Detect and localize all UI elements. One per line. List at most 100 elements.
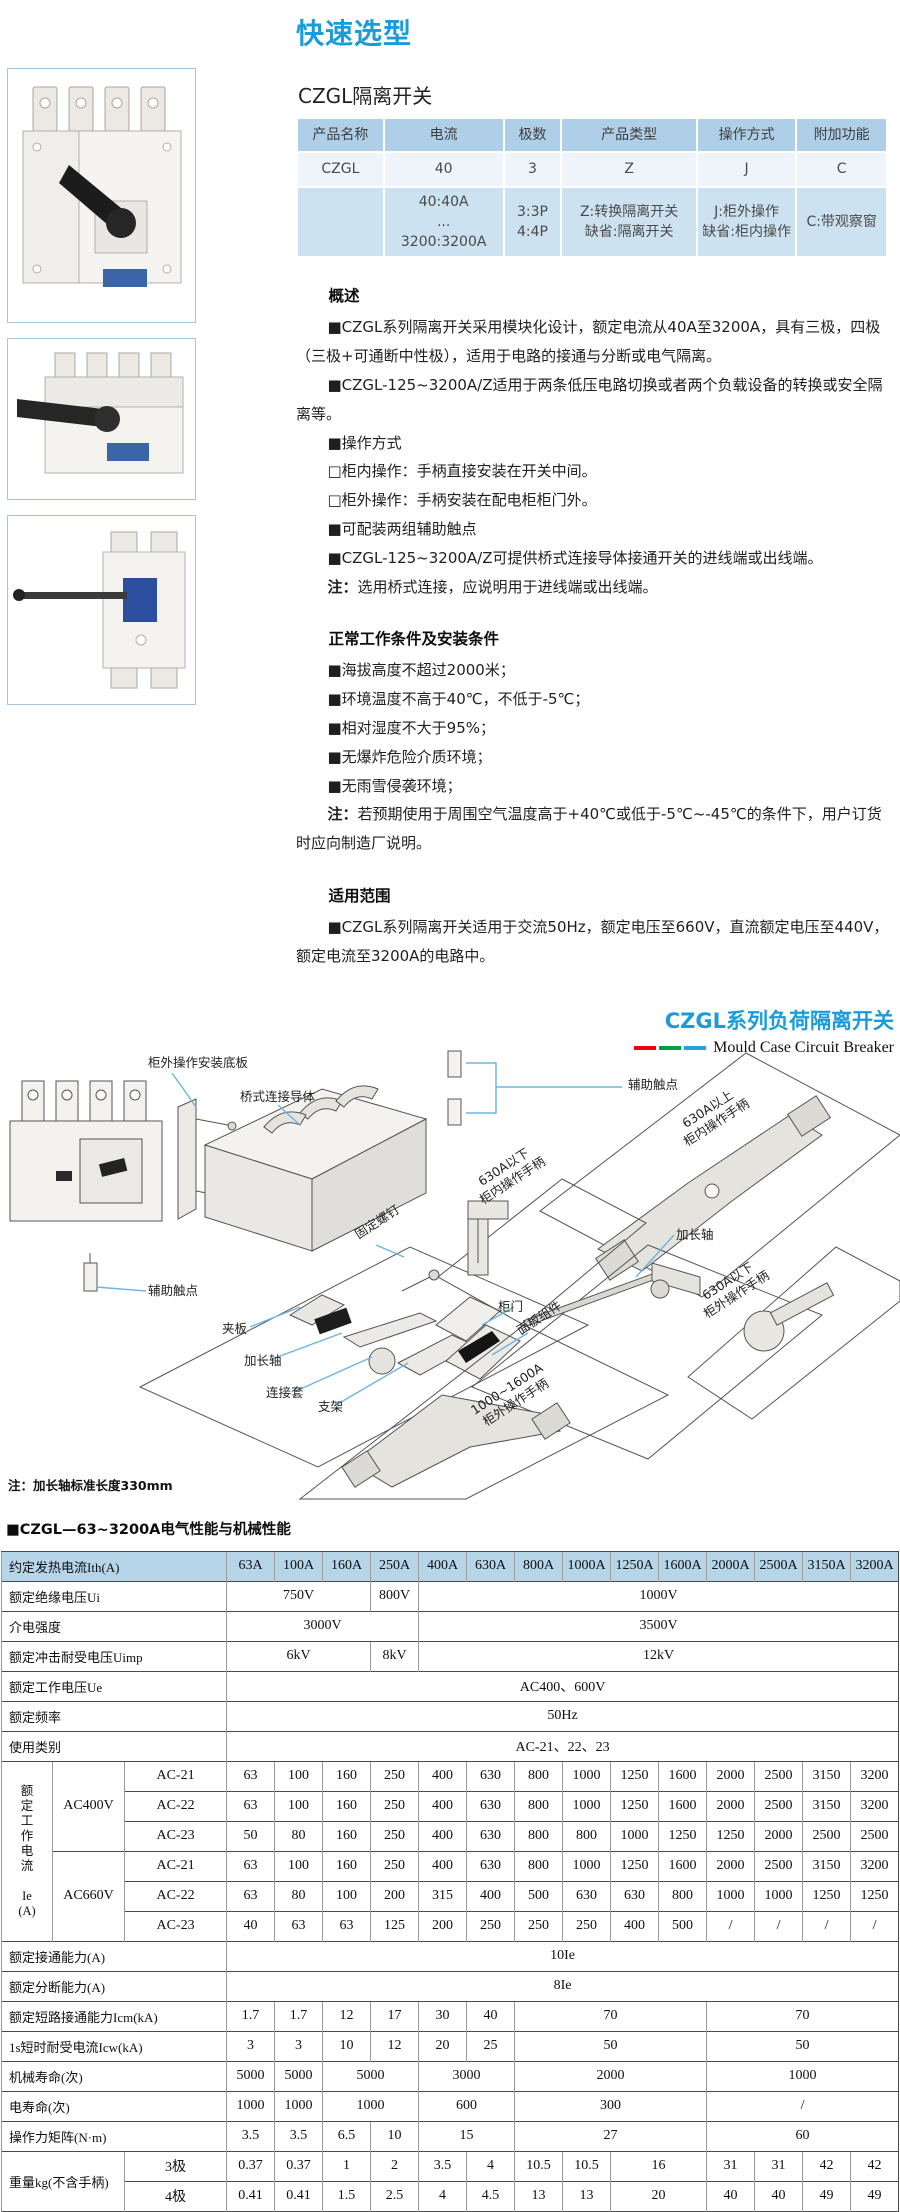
ie-row-label: AC-22	[123, 1790, 227, 1822]
spec-cell: 3500V	[418, 1610, 899, 1642]
spec-cell: 31	[706, 2150, 755, 2182]
diagram-title-cn: CZGL系列负荷隔离开关	[664, 1008, 894, 1033]
section-line: ■CZGL系列隔离开关适用于交流50Hz，额定电压至660V，直流额定电压至44…	[296, 918, 889, 965]
sel-header-cell: 电流	[382, 116, 505, 154]
spec-column-header: 250A	[370, 1550, 419, 1582]
spec-cell: AC400、600V	[226, 1670, 899, 1702]
switch-side-illustration	[16, 352, 183, 474]
spec-cell: 160	[322, 1760, 371, 1792]
diagram-label: 加长轴	[244, 1352, 282, 1368]
spec-column-header: 3200A	[850, 1550, 899, 1582]
sel-legend-cell: J:柜外操作 缺省:柜内操作	[695, 185, 798, 259]
diagram-title-en: Mould Case Circuit Breaker	[713, 1038, 894, 1056]
spec-cell: 50	[706, 2030, 899, 2062]
spec-cell: 3.5	[418, 2150, 467, 2182]
section-line: ■CZGL-125~3200A/Z适用于两条低压电路切换或者两个负载设备的转换或…	[296, 376, 883, 423]
spec-cell: 1000	[322, 2090, 419, 2122]
spec-column-header: 2500A	[754, 1550, 803, 1582]
spec-cell: 1000	[706, 1880, 755, 1912]
diagram-label: 夹板	[222, 1320, 248, 1336]
note-prefix: 注：	[327, 805, 358, 824]
spec-cell: 160	[322, 1820, 371, 1852]
spec-cell: 1000	[562, 1850, 611, 1882]
spec-cell: 250	[562, 1910, 611, 1942]
section-line: ■CZGL-125~3200A/Z可提供桥式连接导体接通开关的进线端或出线端。	[327, 548, 823, 567]
switch-shaft-illustration	[12, 531, 185, 689]
spec-cell: 2500	[802, 1820, 851, 1852]
spec-cell: 2500	[754, 1760, 803, 1792]
spec-cell: 500	[514, 1880, 563, 1912]
spec-cell: 400	[466, 1880, 515, 1912]
page-title: 快速选型	[296, 17, 413, 50]
section-line: ■海拔高度不超过2000米；	[327, 661, 515, 680]
spec-cell: /	[754, 1910, 803, 1942]
section-line: 注：选用桥式连接，应说明用于进线端或出线端。	[327, 577, 658, 596]
spec-cell: 630	[466, 1820, 515, 1852]
spec-row-label: 1s短时耐受电流Icw(kA)	[0, 2030, 227, 2062]
spec-cell: 315	[418, 1880, 467, 1912]
spec-cell: 0.41	[274, 2180, 323, 2212]
spec-cell: 10.5	[562, 2150, 611, 2182]
spec-cell: 1000V	[418, 1580, 899, 1612]
spec-cell: 8Ie	[226, 1970, 899, 2002]
spec-cell: 3.5	[274, 2120, 323, 2152]
spec-cell: 63	[274, 1910, 323, 1942]
spec-cell: 1000	[274, 2090, 323, 2122]
spec-cell: 0.41	[226, 2180, 275, 2212]
spec-cell: 3200	[850, 1850, 899, 1882]
section-line: □柜外操作：手柄安装在配电柜柜门外。	[327, 491, 597, 510]
spec-cell: 1000	[754, 1880, 803, 1912]
sel-header-cell: 附加功能	[795, 116, 888, 154]
spec-cell: 1000	[226, 2090, 275, 2122]
ie-row-label: AC-23	[123, 1820, 227, 1852]
spec-cell: 4.5	[466, 2180, 515, 2212]
spec-cell: 10	[322, 2030, 371, 2062]
spec-cell: 1.7	[274, 2000, 323, 2032]
spec-cell: 42	[850, 2150, 899, 2182]
spec-cell: 40	[706, 2180, 755, 2212]
spec-cell: 8kV	[370, 1640, 419, 1672]
spec-cell: 800	[562, 1820, 611, 1852]
sel-code-cell: 3	[502, 151, 563, 188]
spec-cell: 100	[274, 1760, 323, 1792]
red-dash-icon	[634, 1045, 657, 1050]
spec-cell: 63	[226, 1880, 275, 1912]
spec-cell: 4	[418, 2180, 467, 2212]
spec-row-label: 额定绝缘电压Ui	[0, 1580, 227, 1612]
sel-header-cell: 产品名称	[296, 116, 385, 154]
spec-cell: 1250	[658, 1820, 707, 1852]
spec-cell: 600	[418, 2090, 515, 2122]
diagram-note: 注：加长轴标准长度330mm	[8, 1477, 173, 1493]
text-sections: 概述■CZGL系列隔离开关采用模块化设计，额定电流从40A至3200A，具有三极…	[296, 284, 893, 970]
green-dash-icon	[659, 1045, 682, 1050]
sel-legend-cell: Z:转换隔离开关 缺省:隔离开关	[560, 185, 698, 259]
spec-row-label: 介电强度	[0, 1610, 227, 1642]
sel-code-cell: C	[795, 151, 888, 188]
diagram-header: CZGL系列负荷隔离开关 Mould Case Circuit Breaker	[634, 1005, 894, 1057]
spec-cell: /	[850, 1910, 899, 1942]
section-line: ■无爆炸危险介质环境；	[327, 747, 492, 766]
sel-header-cell: 极数	[502, 116, 563, 154]
spec-column-header: 1600A	[658, 1550, 707, 1582]
product-photo-2	[7, 338, 196, 500]
spec-cell: 3150	[802, 1850, 851, 1882]
spec-cell: 400	[418, 1820, 467, 1852]
weight-group-label: 重量kg(不含手柄)	[1, 2150, 125, 2212]
spec-row-label: 操作力矩阵(N·m)	[0, 2120, 227, 2152]
spec-cell: 800	[514, 1850, 563, 1882]
spec-cell: 800	[514, 1820, 563, 1852]
ie-row-label: AC-22	[123, 1880, 227, 1912]
spec-cell: 3200	[850, 1760, 899, 1792]
sel-header-cell: 产品类型	[560, 116, 698, 154]
spec-cell: 31	[754, 2150, 803, 2182]
spec-row-label: 额定分断能力(A)	[0, 1970, 227, 2002]
ie-subgroup-label: AC660V	[52, 1850, 125, 1942]
spec-cell: 12	[322, 2000, 371, 2032]
spec-cell: 125	[370, 1910, 419, 1942]
